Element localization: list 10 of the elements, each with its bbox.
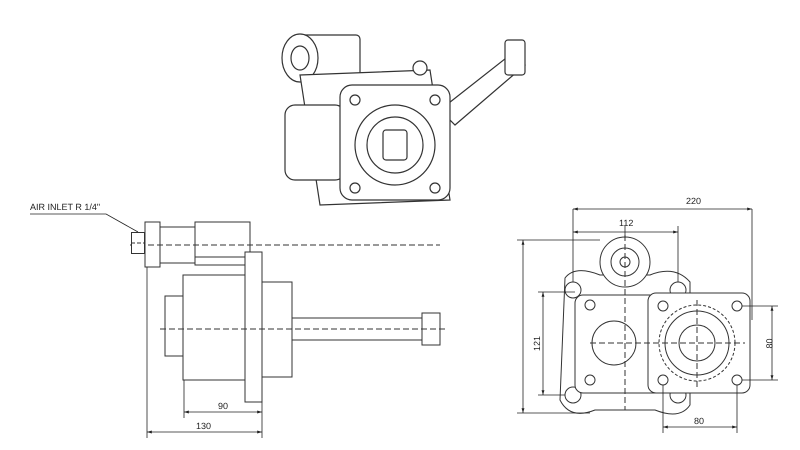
dimension-label: 80 xyxy=(764,338,776,348)
leader-line xyxy=(30,214,138,232)
callout-label: AIR INLET R 1/4" xyxy=(30,202,100,213)
dimension-label: 90 xyxy=(218,401,228,412)
dimension-label: 121 xyxy=(532,336,544,352)
dimension-label: 112 xyxy=(619,218,634,229)
air-inlet-fitting xyxy=(131,232,145,254)
dimension-label: 80 xyxy=(694,416,704,427)
dimension-label: 220 xyxy=(686,196,702,207)
dimension-label: 130 xyxy=(196,421,212,432)
